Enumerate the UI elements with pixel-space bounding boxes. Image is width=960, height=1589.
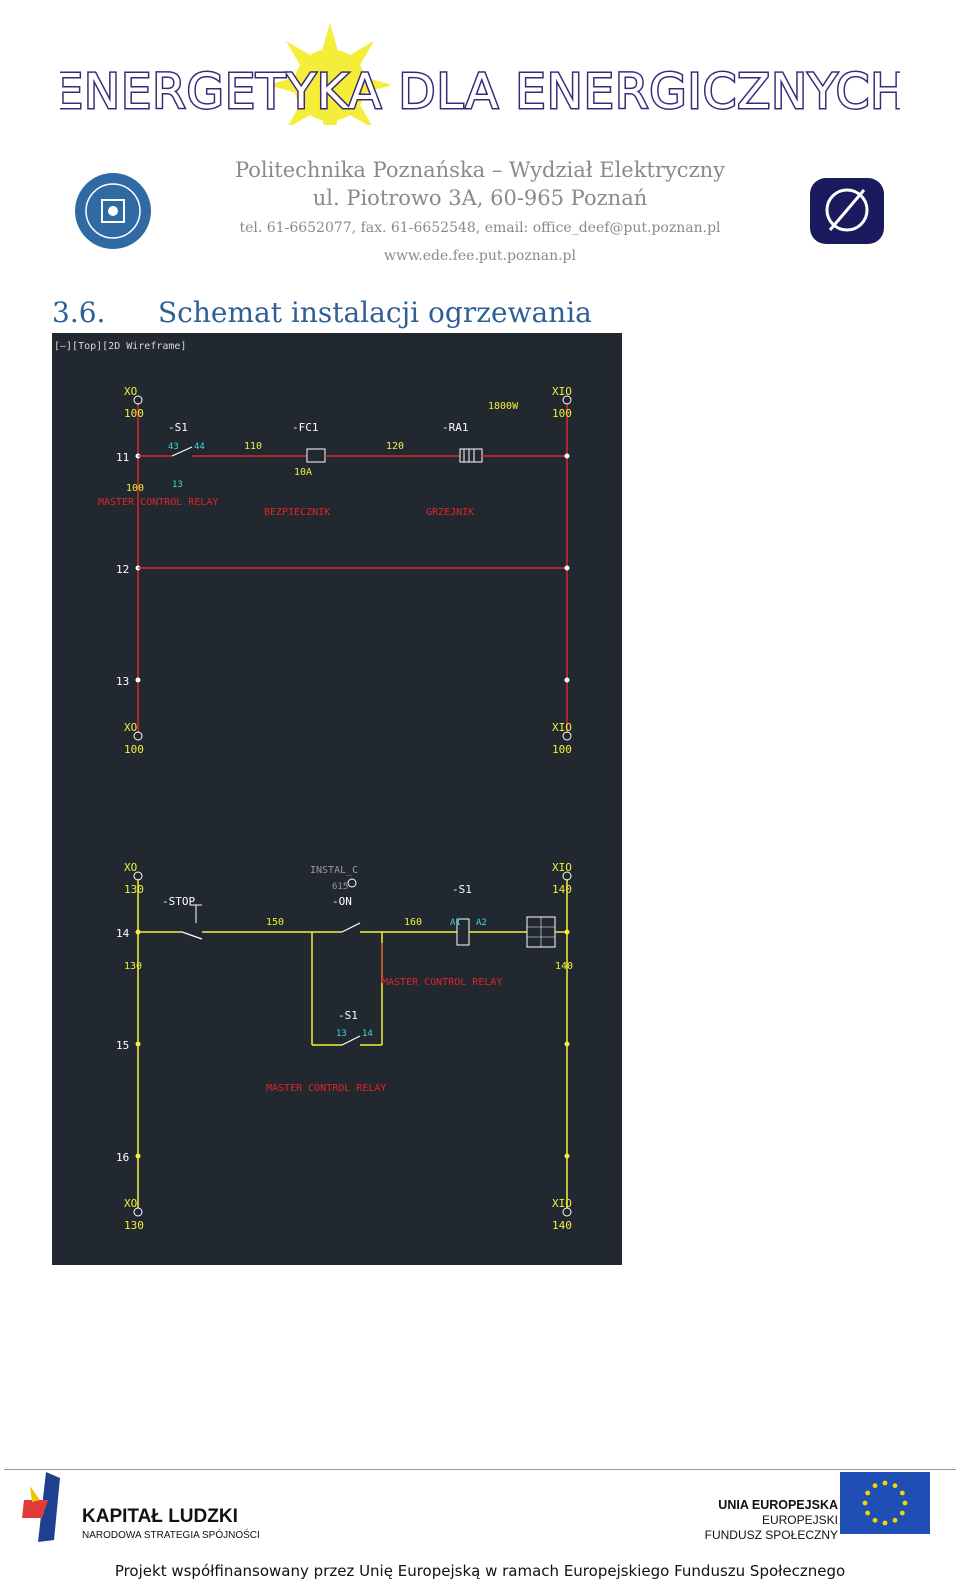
eu-star [865, 1510, 871, 1516]
addr-top-right: 100 [552, 407, 572, 420]
eu-star [892, 1517, 898, 1523]
eu-star [899, 1510, 905, 1516]
politechnika-seal [75, 173, 151, 249]
addr-bottom-left: 130 [124, 883, 144, 896]
wire-160: 160 [404, 917, 422, 928]
ra1-heater [459, 448, 483, 463]
terminal-top-left [133, 395, 143, 405]
eu-star [882, 1480, 888, 1486]
instal-label: INSTAL_C [310, 865, 358, 876]
rung-14: 14 [116, 927, 130, 940]
grzejnik-label: GRZEJNIK [426, 507, 474, 518]
header-line-3: tel. 61-6652077, fax. 61-6652548, email:… [239, 220, 721, 236]
ra1-label: -RA1 [442, 421, 469, 434]
xo-top-left: XO [124, 385, 137, 398]
section-heading: 3.6. Schemat instalacji ogrzewania [52, 296, 592, 329]
stop-contact [181, 931, 203, 940]
terminal-top-right [562, 395, 572, 405]
brand-title: ENERGETYKA DLA ENERGICZNYCH [60, 64, 900, 120]
kapital-ludzki-logo [22, 1472, 60, 1542]
svg-text:XIO: XIO [552, 861, 572, 874]
svg-text:XIO: XIO [552, 721, 572, 734]
wire-150: 150 [266, 917, 284, 928]
svg-text:44: 44 [194, 442, 205, 452]
bezpiecznik-label: BEZPIECZNIK [264, 507, 330, 518]
wydzial-seal [810, 178, 884, 244]
viewport-label: [–][Top][2D Wireframe] [54, 341, 186, 352]
addr-bottom-right: 140 [552, 883, 572, 896]
mcr-label-top: MASTER CONTROL RELAY [98, 497, 218, 508]
xio-top-right: XIO [552, 385, 572, 398]
kapital-ludzki-subtitle: NARODOWA STRATEGIA SPÓJNOŚCI [82, 1530, 260, 1541]
k-label: -S1 [452, 883, 472, 896]
mcr-label-mid: MASTER CONTROL RELAY [382, 977, 502, 988]
svg-text:100: 100 [552, 743, 572, 756]
svg-text:A2: A2 [476, 918, 487, 928]
eu-star [865, 1490, 871, 1496]
on-contact [341, 922, 361, 933]
wire-140: 140 [555, 961, 573, 972]
brand-logo: ENERGETYKA DLA ENERGICZNYCH [60, 23, 900, 125]
rung-13: 13 [116, 675, 129, 688]
eu-star [902, 1500, 908, 1506]
s1-hold-contact [341, 1035, 361, 1046]
rung-12: 12 [116, 563, 129, 576]
s1-label: -S1 [168, 421, 188, 434]
stop-label: -STOP [162, 895, 195, 908]
ra1-power: 1800W [488, 401, 519, 412]
schematic-canvas: [–][Top][2D Wireframe] XO 100 XIO 100 11… [54, 341, 573, 1232]
header-line-1: Politechnika Poznańska – Wydział Elektry… [234, 158, 726, 182]
wire-120: 120 [386, 441, 404, 452]
s1b-label: -S1 [338, 1009, 358, 1022]
ue-line-2: EUROPEJSKI [761, 1513, 838, 1527]
eu-star [872, 1517, 878, 1523]
rung-16: 16 [116, 1151, 129, 1164]
svg-text:140: 140 [552, 1219, 572, 1232]
eu-star [862, 1500, 868, 1506]
heating-schematic: [–][Top][2D Wireframe] XO 100 XIO 100 11… [52, 333, 622, 1265]
svg-text:13: 13 [172, 480, 183, 490]
sun-icon [268, 23, 392, 125]
wire-130: 130 [124, 961, 142, 972]
ue-line-3: FUNDUSZ SPOŁECZNY [704, 1528, 838, 1542]
fc1-fuse [306, 448, 326, 463]
eu-star [882, 1520, 888, 1526]
eu-star [892, 1483, 898, 1489]
addr-top-left: 100 [124, 407, 144, 420]
wire-110: 110 [244, 441, 262, 452]
footer-caption: Projekt współfinansowany przez Unię Euro… [114, 1562, 846, 1580]
svg-text:XO: XO [124, 861, 137, 874]
mcr-label-bottom: MASTER CONTROL RELAY [266, 1083, 386, 1094]
svg-text:XO: XO [124, 721, 137, 734]
section-title: Schemat instalacji ogrzewania [158, 296, 592, 329]
kapital-ludzki-title: KAPITAŁ LUDZKI [82, 1506, 238, 1527]
footer-divider [4, 1469, 956, 1470]
fc1-label: -FC1 [292, 421, 319, 434]
rung-15: 15 [116, 1039, 129, 1052]
header-line-2: ul. Piotrowo 3A, 60-965 Poznań [312, 186, 648, 210]
s1-contact [171, 446, 193, 457]
svg-text:43: 43 [168, 442, 179, 452]
svg-text:100: 100 [124, 743, 144, 756]
eu-flag-icon [840, 1472, 930, 1534]
svg-text:A1: A1 [450, 918, 461, 928]
indicator-lamp [347, 878, 357, 888]
svg-text:XIO: XIO [552, 1197, 572, 1210]
eu-star [899, 1490, 905, 1496]
svg-text:615: 615 [332, 882, 348, 892]
mcr-wire: 100 [126, 483, 144, 494]
rung-11: 11 [116, 451, 129, 464]
svg-text:13: 13 [336, 1029, 347, 1039]
svg-text:XO: XO [124, 1197, 137, 1210]
header-line-4: www.ede.fee.put.poznan.pl [383, 248, 576, 264]
section-number: 3.6. [52, 296, 106, 329]
svg-text:130: 130 [124, 1219, 144, 1232]
ue-line-1: UNIA EUROPEJSKA [718, 1498, 838, 1512]
svg-text:14: 14 [362, 1029, 373, 1039]
fc1-rating: 10A [294, 467, 312, 478]
on-label: -ON [332, 895, 352, 908]
eu-star [872, 1483, 878, 1489]
